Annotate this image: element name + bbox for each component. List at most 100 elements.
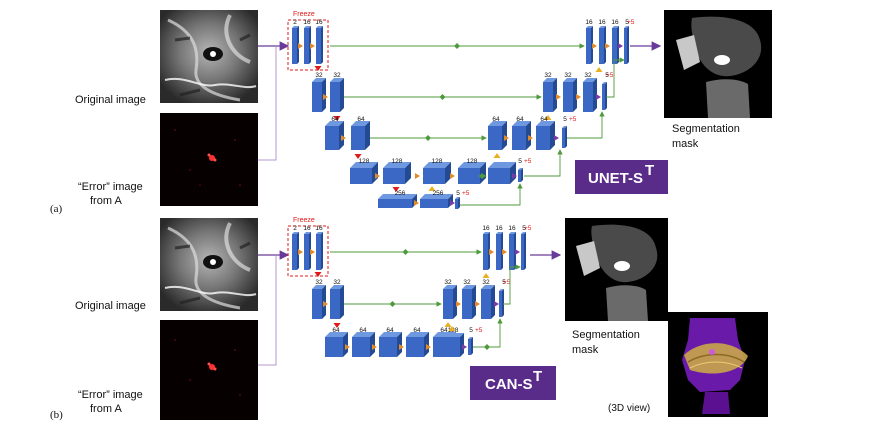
conv-block bbox=[543, 78, 557, 112]
segmentation-label-b-line2: mask bbox=[572, 344, 599, 356]
conv-arrow bbox=[528, 135, 533, 141]
conv-block bbox=[583, 78, 597, 112]
conv-block bbox=[325, 121, 344, 150]
conv-block bbox=[423, 162, 451, 184]
channel-label: 5 bbox=[456, 190, 460, 197]
conv-arrow bbox=[341, 135, 346, 141]
conv-arrow bbox=[426, 344, 431, 350]
pool-arrow bbox=[354, 154, 362, 159]
original-image-label-a: Original image bbox=[75, 94, 146, 106]
conv-slab bbox=[521, 232, 526, 270]
conv-arrow bbox=[504, 135, 509, 141]
conv-block bbox=[379, 332, 402, 357]
conv-block bbox=[443, 285, 457, 319]
out-arrow bbox=[515, 249, 520, 255]
skip-diamond bbox=[479, 173, 485, 179]
plus5-label: +5 bbox=[524, 225, 532, 232]
channel-label: 64 bbox=[440, 327, 448, 334]
channel-label: 32 bbox=[315, 72, 323, 79]
skip-diamond bbox=[389, 301, 396, 307]
conv-block bbox=[383, 162, 411, 184]
pool-arrow bbox=[333, 323, 341, 328]
error-image-b bbox=[160, 320, 258, 420]
panel-b: Original image “Error” image from A (b) … bbox=[50, 217, 768, 421]
skip-diamond bbox=[484, 344, 490, 350]
upconv-arrow bbox=[444, 322, 452, 327]
channel-label: 64 bbox=[516, 116, 524, 123]
channel-label: 128 bbox=[359, 158, 370, 165]
channel-label: 5 bbox=[518, 158, 522, 165]
channel-label: 64 bbox=[357, 116, 365, 123]
conv-block bbox=[481, 285, 495, 319]
freeze-label-b: Freeze bbox=[293, 217, 315, 224]
fusion-connector-2 bbox=[606, 57, 625, 98]
channel-label: 5 bbox=[625, 19, 629, 26]
freeze-box-a bbox=[287, 19, 329, 71]
fusion-connector-3 bbox=[567, 111, 605, 139]
conv-arrow bbox=[605, 43, 610, 49]
conv-block bbox=[330, 285, 344, 319]
conv-block bbox=[330, 78, 344, 112]
pool-arrow bbox=[392, 187, 400, 192]
conv-slab bbox=[483, 232, 490, 270]
conv-arrow bbox=[375, 173, 380, 179]
conv-slab bbox=[499, 289, 504, 317]
conv-arrow bbox=[456, 301, 461, 307]
conv-arrow bbox=[556, 94, 561, 100]
conv-slab bbox=[518, 168, 523, 182]
channel-label: 16 bbox=[482, 225, 490, 232]
conv-slab bbox=[292, 232, 299, 270]
conv-slab bbox=[599, 26, 606, 64]
channel-label: 128 bbox=[467, 158, 478, 165]
channel-label: 16 bbox=[598, 19, 606, 26]
conv-block bbox=[406, 332, 429, 357]
can-network-b: 216161616165+532323232325+56464646464128… bbox=[292, 225, 532, 357]
plus5-label: +5 bbox=[524, 158, 532, 165]
out-arrow bbox=[596, 94, 601, 100]
plus5-label: +5 bbox=[503, 279, 511, 286]
conv-slab bbox=[562, 126, 567, 148]
pool-arrow bbox=[333, 116, 341, 121]
segmentation-label-a-line1: Segmentation bbox=[672, 123, 740, 135]
channel-label: 256 bbox=[395, 190, 406, 197]
error-image-label-b-line2: from A bbox=[90, 403, 122, 415]
freeze-label-a: Freeze bbox=[293, 11, 315, 18]
conv-slab bbox=[612, 26, 619, 64]
channel-label: 32 bbox=[544, 72, 552, 79]
channel-label: 32 bbox=[482, 279, 490, 286]
upconv-arrow bbox=[595, 67, 603, 72]
conv-slab bbox=[586, 26, 593, 64]
panel-b-tag: (b) bbox=[50, 409, 63, 421]
conv-arrow bbox=[323, 94, 328, 100]
channel-label: 256 bbox=[433, 190, 444, 197]
conv-block bbox=[488, 162, 516, 184]
pool-arrow bbox=[314, 272, 322, 277]
conv-slab bbox=[292, 26, 299, 64]
channel-label: 32 bbox=[463, 279, 471, 286]
channel-label: 32 bbox=[333, 279, 341, 286]
channel-label: 5 bbox=[563, 116, 567, 123]
conv-slab bbox=[316, 26, 323, 64]
unet-badge: UNET-S T bbox=[575, 160, 668, 194]
can-badge-sup: T bbox=[533, 368, 542, 385]
unet-badge-sup: T bbox=[645, 162, 654, 179]
channel-label: 16 bbox=[315, 225, 323, 232]
original-image-label-b: Original image bbox=[75, 300, 146, 312]
channel-label: 32 bbox=[444, 279, 452, 286]
error-image-a bbox=[160, 113, 258, 206]
channel-label: 64 bbox=[540, 116, 548, 123]
conv-arrow bbox=[298, 43, 303, 49]
out-arrow bbox=[494, 301, 499, 307]
can-badge-text: CAN-S bbox=[485, 376, 533, 393]
conv-block bbox=[458, 162, 486, 184]
conv-arrow bbox=[414, 200, 419, 206]
conv-arrow bbox=[592, 43, 597, 49]
conv-arrow bbox=[415, 173, 420, 179]
conv-arrow bbox=[310, 249, 315, 255]
channel-label: 32 bbox=[333, 72, 341, 79]
fusion-connector-5 bbox=[460, 183, 523, 206]
channel-label: 16 bbox=[495, 225, 503, 232]
conv-slab bbox=[509, 232, 516, 270]
input-connector-b bbox=[258, 250, 290, 366]
channel-label: 16 bbox=[585, 19, 593, 26]
